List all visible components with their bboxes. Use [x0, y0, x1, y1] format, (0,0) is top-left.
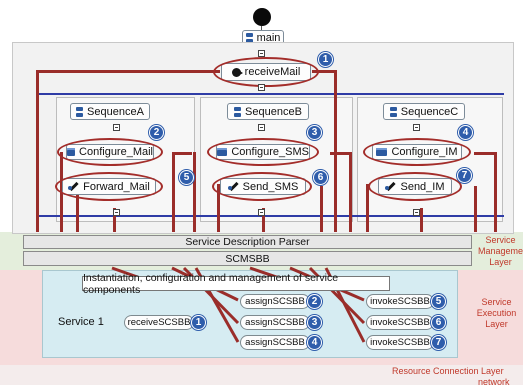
receive-scsbb[interactable]: receiveSCSBB — [124, 315, 194, 330]
configure-sms-highlight — [207, 138, 319, 166]
sequence-c-out-connector — [413, 209, 420, 216]
fork-line — [36, 93, 504, 95]
network-label: network — [478, 377, 510, 387]
sequence-icon — [76, 106, 84, 117]
sequence-a-connector — [113, 124, 120, 131]
wire-receive-right — [312, 70, 336, 73]
wire-sms-config-h — [330, 152, 351, 155]
sequence-c-node[interactable]: SequenceC — [383, 103, 465, 120]
instantiation-bar: Instantiation, configuration and managem… — [82, 272, 390, 296]
start-connector — [261, 26, 262, 30]
assign-scsbb-2-badge: 3 — [307, 315, 322, 330]
wire-im-send — [366, 184, 369, 232]
send-sms-highlight — [212, 172, 312, 201]
configure-im-badge: 4 — [458, 125, 473, 140]
send-im-highlight — [368, 172, 462, 201]
sequence-a-label: SequenceA — [87, 105, 144, 118]
resource-connection-band — [0, 365, 523, 385]
assign-scsbb-3[interactable]: assignSCSBB — [240, 335, 310, 350]
sequence-icon — [234, 106, 242, 117]
wire-seq-a-right — [193, 152, 196, 232]
wire-receive-left — [36, 70, 220, 73]
wire-im-send-right — [474, 186, 477, 232]
send-sms-badge: 6 — [313, 170, 328, 185]
sequence-a-out-connector — [113, 209, 120, 216]
sequence-b-label: SequenceB — [245, 105, 302, 118]
wire-sms-config-right — [349, 152, 352, 232]
sequence-icon — [389, 106, 397, 117]
configure-sms-badge: 3 — [307, 125, 322, 140]
invoke-scsbb-2-badge: 6 — [431, 315, 446, 330]
service-1-label: Service 1 — [58, 316, 104, 328]
assign-scsbb-2[interactable]: assignSCSBB — [240, 315, 310, 330]
scsmbb-bar: SCMSBB — [23, 251, 472, 266]
resource-layer-label: Resource Connection Layer — [392, 366, 504, 376]
configure-mail-badge: 2 — [149, 125, 164, 140]
invoke-scsbb-1-badge: 5 — [431, 294, 446, 309]
service-description-parser: Service Description Parser — [23, 235, 472, 249]
forward-mail-highlight — [55, 172, 163, 201]
receive-mail-highlight — [213, 57, 319, 87]
invoke-scsbb-3-badge: 7 — [431, 335, 446, 350]
wire-seq-a — [113, 208, 116, 232]
sequence-c-connector — [413, 124, 420, 131]
invoke-scsbb-1[interactable]: invokeSCSBB — [366, 294, 434, 309]
wire-im-config-right — [494, 152, 497, 232]
configure-mail-highlight — [57, 138, 163, 166]
assign-scsbb-1-badge: 2 — [307, 294, 322, 309]
wire-sms-send — [217, 184, 220, 232]
receive-connector — [258, 84, 265, 91]
assign-scsbb-3-badge: 4 — [307, 335, 322, 350]
join-line — [36, 215, 504, 217]
configure-im-highlight — [363, 138, 471, 166]
wire-sms-send-right — [320, 186, 323, 232]
wire-seq-c — [420, 208, 423, 232]
sequence-icon — [245, 33, 253, 43]
wire-im-config-h — [474, 152, 496, 155]
sequence-b-node[interactable]: SequenceB — [227, 103, 309, 120]
sequence-b-connector — [258, 124, 265, 131]
invoke-scsbb-3[interactable]: invokeSCSBB — [366, 335, 434, 350]
management-layer-label: Service Management Layer — [478, 235, 523, 267]
forward-mail-badge: 5 — [179, 170, 194, 185]
wire-main-left — [36, 70, 39, 232]
send-im-badge: 7 — [457, 168, 472, 183]
sequence-a-node[interactable]: SequenceA — [70, 103, 150, 120]
receive-scsbb-badge: 1 — [191, 315, 206, 330]
sequence-c-label: SequenceC — [400, 105, 459, 118]
wire-mail-config-right — [172, 152, 175, 232]
wire-main-right — [334, 70, 337, 232]
wire-mail-config-h — [172, 152, 192, 155]
sequence-b-out-connector — [258, 209, 265, 216]
wire-seq-b — [262, 208, 265, 232]
receive-mail-badge: 1 — [318, 52, 333, 67]
start-node — [253, 8, 271, 26]
assign-scsbb-1[interactable]: assignSCSBB — [240, 294, 310, 309]
invoke-scsbb-2[interactable]: invokeSCSBB — [366, 315, 434, 330]
main-node-label: main — [256, 32, 281, 44]
execution-layer-label: Service Execution Layer — [476, 297, 517, 329]
wire-mail-forward — [76, 186, 79, 232]
